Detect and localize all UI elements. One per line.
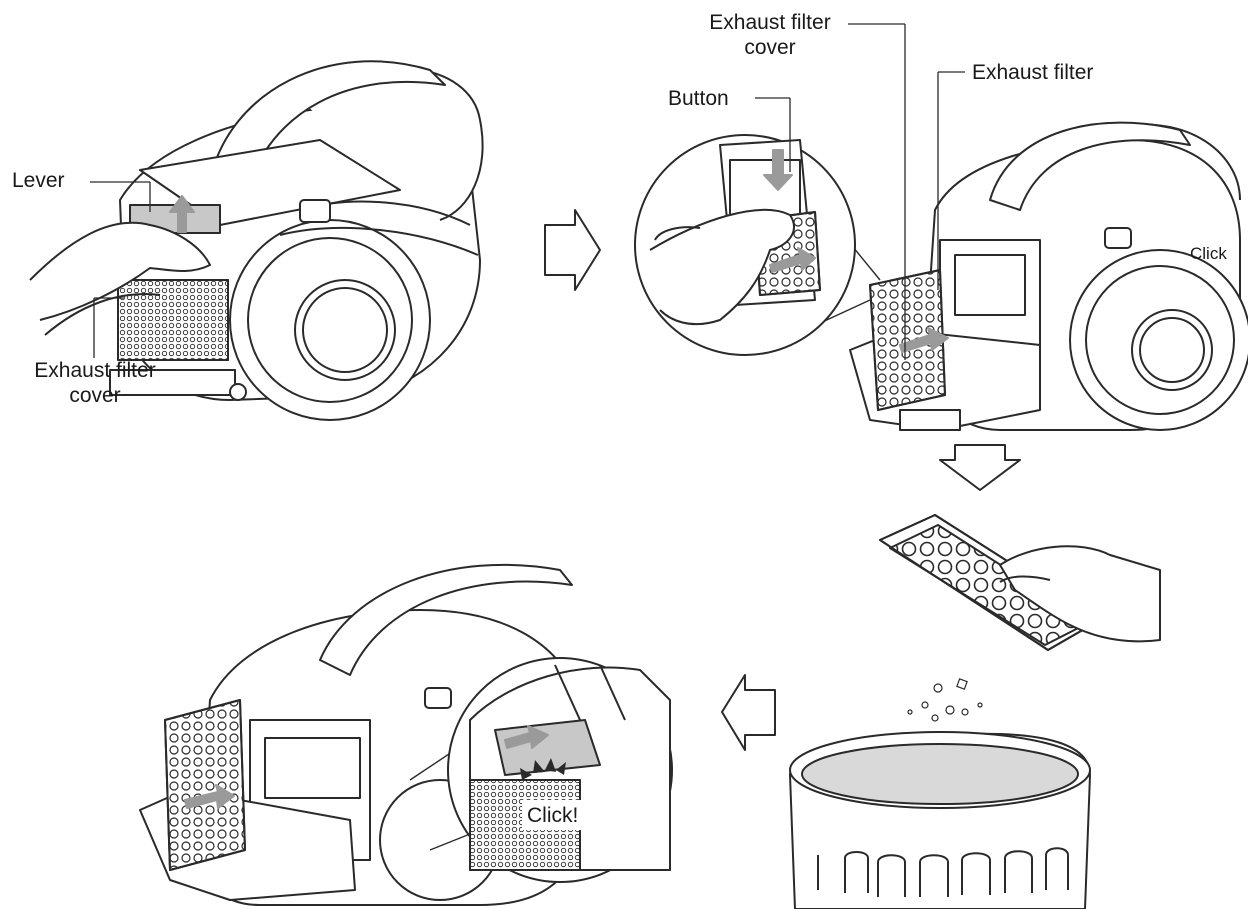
arrow-right-icon [544, 209, 601, 291]
step1-cover-label-line1: Exhaust filter [34, 359, 156, 382]
waste-bin [789, 731, 1091, 909]
step1-vacuum-illustration [29, 60, 484, 421]
step2-exhaust-filter-label: Exhaust filter [972, 61, 1094, 84]
step2-vacuum-illustration [849, 121, 1248, 431]
arrow-left-icon [721, 674, 776, 751]
step2-button-label: Button [668, 87, 729, 110]
arrow-down-icon [939, 444, 1021, 491]
step2-cover-label-line2: cover [744, 36, 796, 59]
step2-cover-label-line1: Exhaust filter [709, 11, 831, 34]
step1-cover-label-line2: cover [69, 384, 121, 407]
step3-filter-in-hand [879, 514, 1161, 651]
step2-leader-lines [755, 23, 965, 360]
step2-zoom-detail [634, 134, 881, 356]
step1-lever-label: Lever [12, 169, 65, 192]
step4-click-label: Click! [527, 804, 579, 827]
step2-click-label: Click [1190, 244, 1227, 263]
step1-leader-lines [90, 181, 151, 358]
step1-exhaust-filter-cover-label: Exhaust filter cover [10, 358, 180, 408]
step4-zoom-detail [409, 657, 673, 883]
step2-exhaust-filter-cover-label: Exhaust filter cover [690, 10, 850, 60]
